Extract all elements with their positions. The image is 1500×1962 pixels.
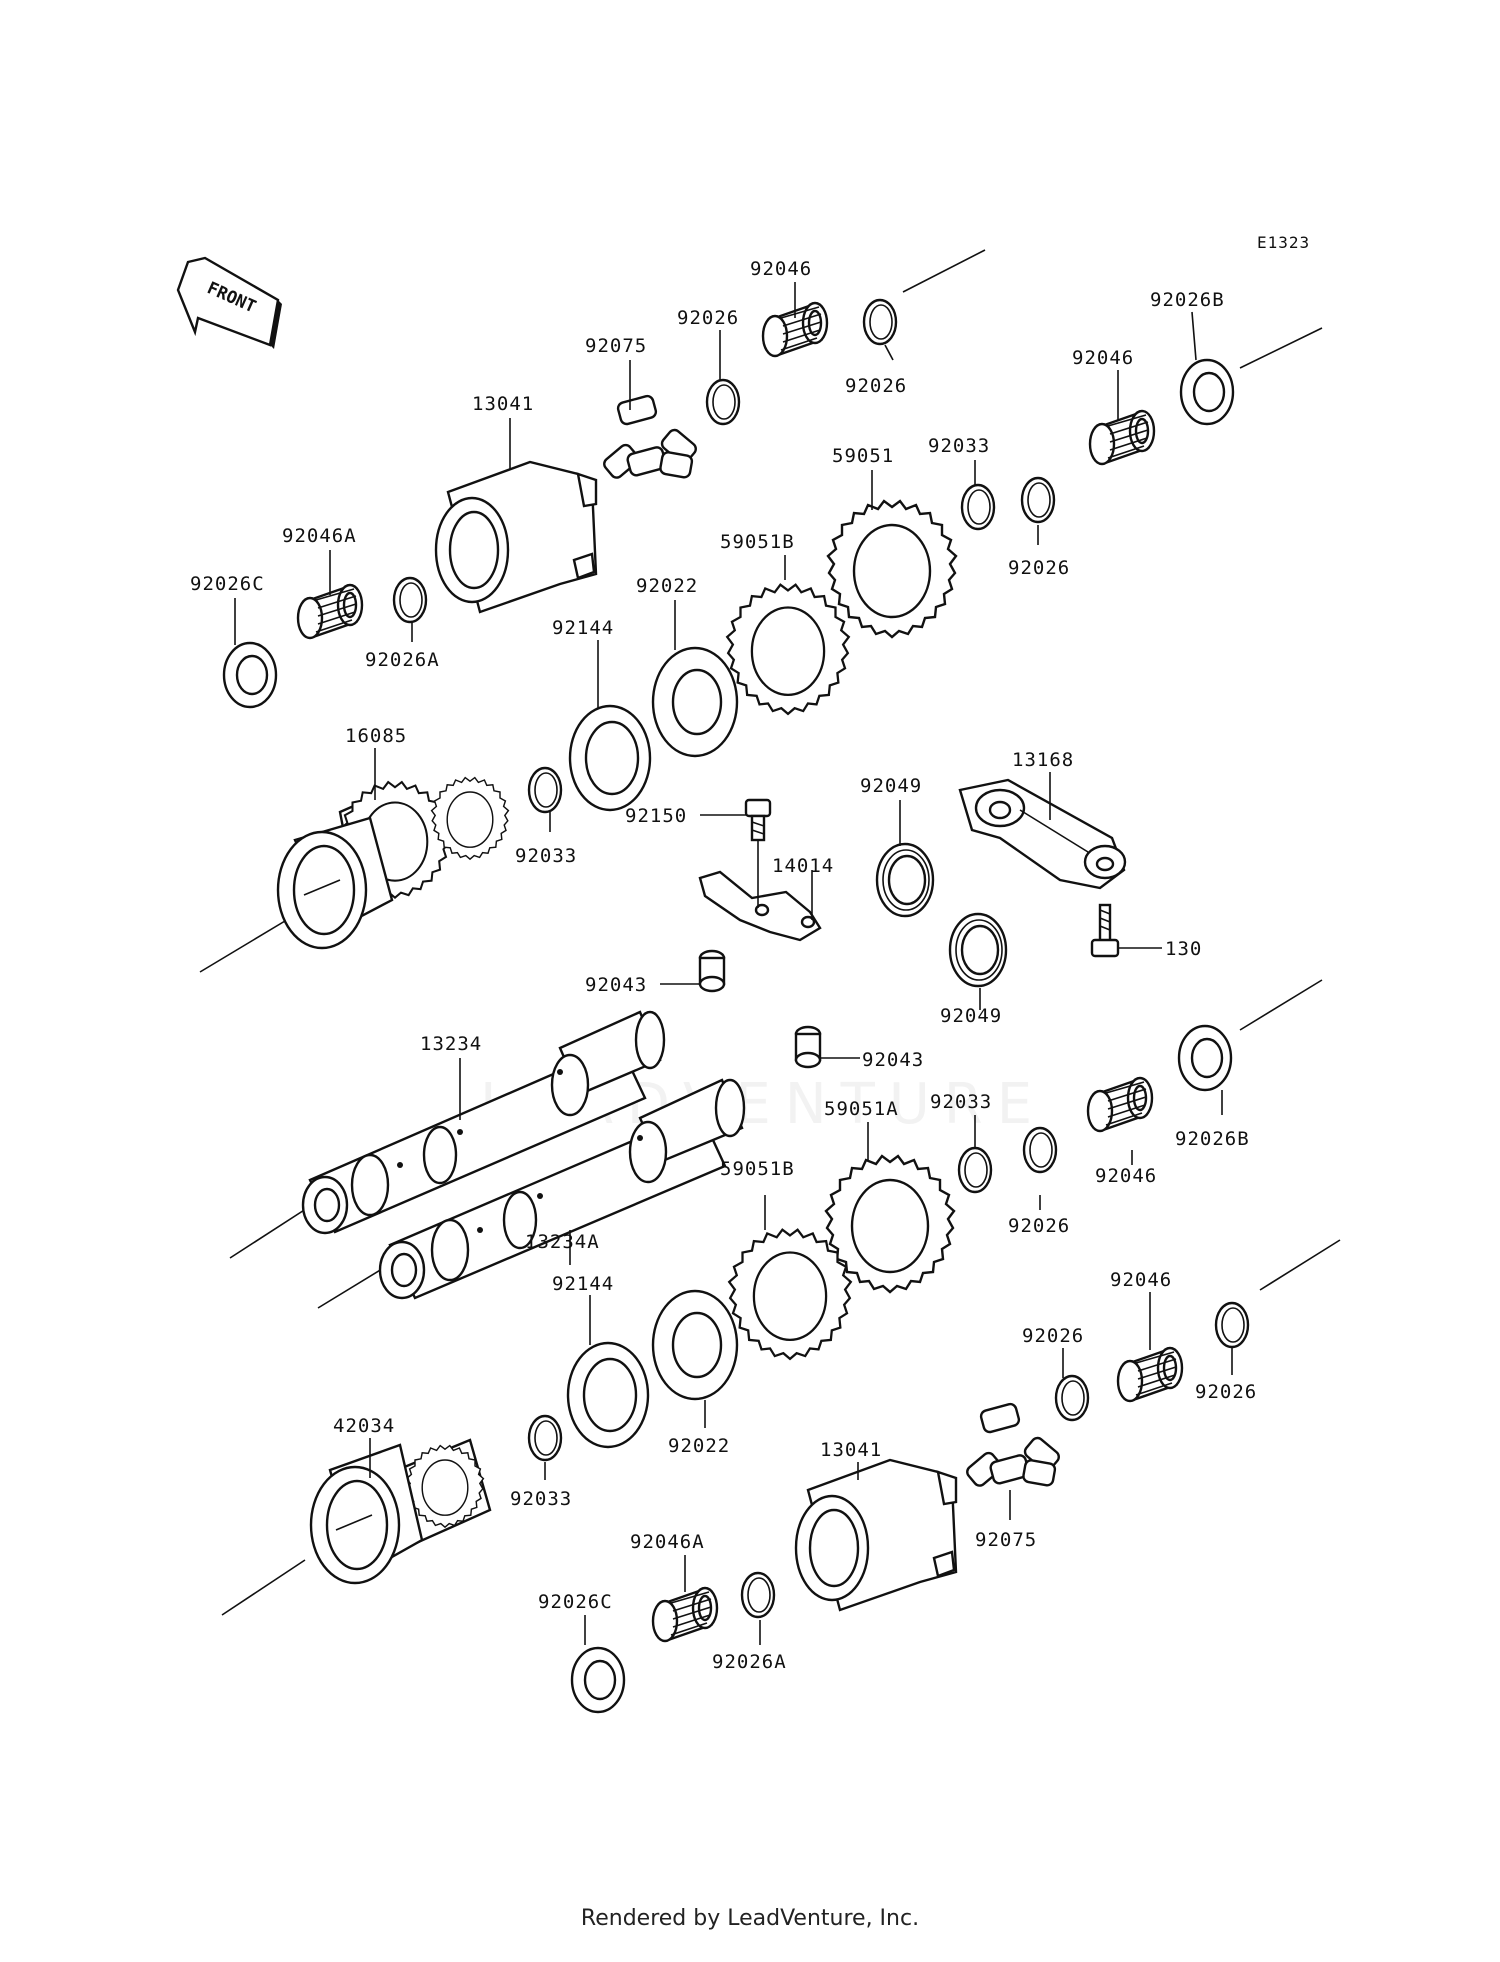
label-92026C-bot: 92026C bbox=[538, 1591, 613, 1613]
label-13234: 13234 bbox=[420, 1033, 482, 1055]
label-92026B-r: 92026B bbox=[1175, 1128, 1250, 1150]
shaft-13234 bbox=[229, 1010, 666, 1259]
label-92043-b: 92043 bbox=[862, 1049, 924, 1071]
label-92033-mid: 92033 bbox=[515, 845, 577, 867]
bolt-130 bbox=[1090, 903, 1120, 958]
bearing-92046-r bbox=[1086, 1076, 1154, 1133]
label-92026-top-a: 92026 bbox=[677, 307, 739, 329]
label-59051: 59051 bbox=[832, 445, 894, 467]
clutch-16085 bbox=[199, 776, 510, 973]
label-14014: 14014 bbox=[772, 855, 834, 877]
footer-credit: Rendered by LeadVenture, Inc. bbox=[580, 1906, 920, 1931]
circlip-92033-r bbox=[957, 1146, 993, 1194]
bearing-92046A-bot bbox=[651, 1586, 719, 1643]
label-92026-r: 92026 bbox=[1008, 1215, 1070, 1237]
gear-59051B-top bbox=[726, 583, 850, 716]
gear-59051B-bot bbox=[728, 1228, 852, 1361]
washer-92026B-top bbox=[1179, 358, 1235, 426]
collar-92043-a bbox=[698, 949, 726, 993]
label-92075-bot: 92075 bbox=[975, 1529, 1037, 1551]
label-92049-a: 92049 bbox=[860, 775, 922, 797]
label-13041-bot: 13041 bbox=[820, 1439, 882, 1461]
exploded-parts-diagram: FRONT E1323 bbox=[176, 233, 1341, 1714]
damper-92075-bot bbox=[963, 1401, 1063, 1490]
front-arrow-icon: FRONT bbox=[176, 256, 282, 349]
label-92026B-top: 92026B bbox=[1150, 289, 1225, 311]
label-92046A-bot: 92046A bbox=[630, 1531, 705, 1553]
label-92033-bot: 92033 bbox=[510, 1488, 572, 1510]
label-92026-bot-a: 92026 bbox=[1022, 1325, 1084, 1347]
label-92026A-bot: 92026A bbox=[712, 1651, 787, 1673]
hub-13041-top bbox=[434, 460, 598, 614]
shaft-13234A bbox=[317, 1078, 746, 1309]
plate-92022-top bbox=[651, 646, 739, 758]
label-59051B-top: 59051B bbox=[720, 531, 795, 553]
label-92043-a: 92043 bbox=[585, 974, 647, 996]
circlip-92026A-top bbox=[392, 576, 428, 624]
washer-92144-top bbox=[568, 704, 652, 812]
bracket-14014 bbox=[698, 870, 822, 942]
label-16085: 16085 bbox=[345, 725, 407, 747]
bolt-92150 bbox=[744, 798, 772, 842]
bearing-92049-a bbox=[875, 842, 935, 918]
label-92046-r: 92046 bbox=[1095, 1165, 1157, 1187]
label-92046-top-r: 92046 bbox=[1072, 347, 1134, 369]
circlip-92033-bot bbox=[527, 1414, 563, 1462]
circlip-92033-top bbox=[960, 483, 996, 531]
label-92046A-top: 92046A bbox=[282, 525, 357, 547]
label-59051A: 59051A bbox=[824, 1098, 899, 1120]
label-59051B-bot: 59051B bbox=[720, 1158, 795, 1180]
circlip-92033-mid bbox=[527, 766, 563, 814]
circlip-92026A-bot bbox=[740, 1571, 776, 1619]
circlip-92026-r bbox=[1022, 1126, 1058, 1174]
label-92075-top: 92075 bbox=[585, 335, 647, 357]
label-42034: 42034 bbox=[333, 1415, 395, 1437]
label-130: 130 bbox=[1165, 938, 1202, 960]
label-13234A: 13234A bbox=[525, 1231, 600, 1253]
hub-13041-bot bbox=[794, 1458, 958, 1612]
label-92049-b: 92049 bbox=[940, 1005, 1002, 1027]
label-92046-top: 92046 bbox=[750, 258, 812, 280]
label-92033-r: 92033 bbox=[930, 1091, 992, 1113]
circlip-92026-mid bbox=[1020, 476, 1056, 524]
label-92026A-top: 92026A bbox=[365, 649, 440, 671]
bearing-92046-bot bbox=[1116, 1346, 1184, 1403]
lever-13168 bbox=[958, 778, 1127, 890]
label-13041-top: 13041 bbox=[472, 393, 534, 415]
label-92026-bot-b: 92026 bbox=[1195, 1381, 1257, 1403]
circlip-92026-bot-b bbox=[1214, 1301, 1250, 1349]
label-92033-top: 92033 bbox=[928, 435, 990, 457]
washer-92026C-bot bbox=[570, 1646, 626, 1714]
label-92026-mid: 92026 bbox=[1008, 557, 1070, 579]
bearing-92046-top-r bbox=[1088, 409, 1156, 466]
label-92144-top: 92144 bbox=[552, 617, 614, 639]
leader-lines bbox=[234, 282, 1233, 1645]
bearing-92049-b bbox=[948, 912, 1008, 988]
gear-59051 bbox=[826, 499, 958, 639]
circlip-92026-bot-a bbox=[1054, 1374, 1090, 1422]
washer-92026C-top bbox=[222, 641, 278, 709]
label-92144-bot: 92144 bbox=[552, 1273, 614, 1295]
collar-92043-b bbox=[794, 1025, 822, 1069]
label-92046-bot: 92046 bbox=[1110, 1269, 1172, 1291]
label-92026C-top: 92026C bbox=[190, 573, 265, 595]
plate-92022-bot bbox=[651, 1289, 739, 1401]
label-92150: 92150 bbox=[625, 805, 687, 827]
washer-92026B-r bbox=[1177, 1024, 1233, 1092]
label-92022-top: 92022 bbox=[636, 575, 698, 597]
label-92022-bot: 92022 bbox=[668, 1435, 730, 1457]
label-92026-top-b: 92026 bbox=[845, 375, 907, 397]
washer-92144-bot bbox=[566, 1341, 650, 1449]
diagram-code: E1323 bbox=[1257, 233, 1310, 252]
label-13168: 13168 bbox=[1012, 749, 1074, 771]
circlip-92026-top-a bbox=[705, 378, 741, 426]
damper-92075-top bbox=[600, 393, 700, 482]
gear-42034 bbox=[221, 1438, 492, 1616]
circlip-92026-top-b bbox=[862, 298, 898, 346]
part-labels: 92046 92026 92026 92075 92026B 92046 130… bbox=[190, 258, 1257, 1673]
